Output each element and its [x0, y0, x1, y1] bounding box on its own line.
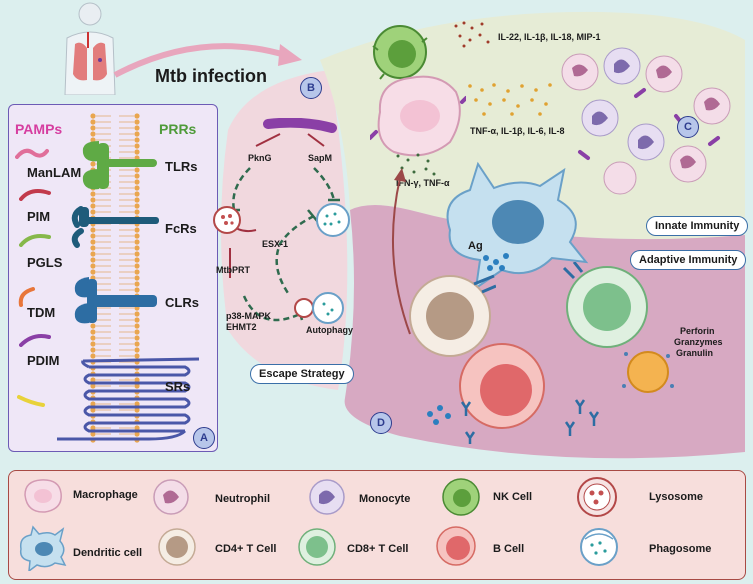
tlr-receptor-icon: [82, 141, 157, 190]
manlam-icon: [15, 148, 49, 159]
cytokine-dots-1: [454, 21, 490, 48]
pim-icon: [19, 189, 51, 201]
legend-box: Macrophage Neutrophil Monocyte NK Cell L…: [8, 470, 746, 580]
cytokines-label-2: TNF-α, IL-1β, IL-6, IL-8: [470, 126, 565, 136]
panel-b-badge: B: [300, 77, 322, 99]
macrophage-icon: [24, 479, 62, 513]
pamp-label-pgls: PGLS: [27, 255, 63, 270]
sr-receptor-icon: [57, 357, 200, 441]
fcr-receptor-icon: [71, 206, 159, 248]
antigen-dots: [483, 253, 509, 271]
phagosome-icon: [580, 528, 618, 566]
neutrophil-icon: [153, 479, 189, 515]
legend-label-monocyte: Monocyte: [359, 493, 411, 505]
infection-label: Mtb infection: [155, 66, 267, 86]
monocyte-icon: [309, 479, 345, 515]
pdim-icon: [19, 334, 51, 347]
escape-strategy-label: Escape Strategy: [250, 364, 354, 384]
pamp-label-pdim: PDIM: [27, 353, 60, 368]
antibodies-icon: [427, 399, 600, 444]
cytokine-dots-3: [396, 153, 436, 176]
legend-label-phagosome: Phagosome: [649, 543, 712, 555]
cd4-t-cell-icon: [409, 274, 496, 357]
pamp-label-manlam: ManLAM: [27, 165, 82, 180]
prr-label-tlrs: TLRs: [165, 159, 198, 174]
node-esx1: ESX-1: [262, 239, 289, 249]
legend-label-b-cell: B Cell: [493, 543, 525, 555]
panel-a-pamps-prrs: PAMPs PRRs ManLAM PIM PGLS TDM PDIM TLRs: [8, 104, 218, 452]
pamp-label-tdm: TDM: [27, 305, 56, 320]
legend-label-nk-cell: NK Cell: [493, 491, 533, 503]
lysosome-icon: [577, 477, 617, 517]
nk-cell-cluster-icon: [372, 25, 428, 80]
cd4-t-cell-legend-icon: [158, 528, 196, 566]
autophagy-node-icon: [294, 292, 344, 324]
neutrophil-monocyte-cluster-icon: [561, 47, 731, 195]
node-ehmt2: EHMT2: [226, 322, 257, 332]
macrophage-cluster-icon: [370, 75, 466, 157]
cytokines-label-1: IL-22, IL-1β, IL-18, MIP-1: [498, 32, 601, 42]
prr-label-fcrs: FcRs: [165, 221, 197, 236]
effector-granulin: Granulin: [676, 348, 714, 358]
prrs-header: PRRs: [159, 121, 197, 137]
legend-label-lysosome: Lysosome: [649, 491, 704, 503]
innate-immunity-label: Innate Immunity: [646, 216, 749, 236]
panel-d-badge: D: [370, 412, 392, 434]
nk-cell-icon: [442, 478, 480, 516]
node-pkng: PknG: [248, 153, 272, 163]
legend-label-cd8-t-cell: CD8+ T Cell: [347, 543, 409, 555]
legend-label-macrophage: Macrophage: [73, 489, 138, 501]
legend-label-cd4-t-cell: CD4+ T Cell: [215, 543, 277, 555]
panel-a-badge: A: [193, 427, 215, 449]
antigen-label: Ag: [468, 240, 483, 252]
infected-cell-target-icon: [622, 351, 674, 393]
node-mtbprt: MtbPRT: [216, 265, 250, 275]
human-lungs-icon: [64, 2, 116, 95]
prr-label-clrs: CLRs: [165, 295, 199, 310]
prr-label-srs: SRs: [165, 379, 191, 394]
pgls-icon: [19, 234, 51, 247]
dendritic-cell-center-icon: [446, 161, 589, 290]
effector-perforin: Perforin: [680, 326, 715, 336]
pamp-label-pim: PIM: [27, 209, 51, 224]
b-cell-icon: [459, 343, 545, 429]
cytokine-dots-2: [468, 83, 552, 116]
antigen-arrow: [391, 168, 411, 335]
infection-arrow: [113, 43, 302, 78]
escape-pathway-diagram: [228, 118, 340, 322]
cd8-t-cell-legend-icon: [298, 528, 336, 566]
legend-label-dendritic-cell: Dendritic cell: [73, 547, 143, 559]
cytokines-label-3: IFN-γ, TNF-α: [396, 178, 450, 188]
region-shapes: [221, 11, 745, 459]
node-sapm: SapM: [308, 153, 333, 163]
adaptive-immunity-label: Adaptive Immunity: [630, 250, 747, 270]
legend-label-neutrophil: Neutrophil: [215, 493, 270, 505]
cd8-t-cell-icon: [562, 262, 648, 348]
cell-membrane: [85, 113, 145, 443]
node-autophagy: Autophagy: [306, 325, 353, 335]
effector-granzymes: Granzymes: [674, 337, 723, 347]
panel-c-badge: C: [677, 116, 699, 138]
lysosome-node-icon: [213, 206, 241, 234]
b-cell-legend-icon: [436, 526, 476, 566]
dendritic-cell-icon: [19, 525, 67, 571]
pamps-header: PAMPs: [15, 121, 63, 137]
node-p38: p38-MAPK: [226, 311, 272, 321]
clr-receptor-icon: [74, 277, 157, 324]
phagosome-node-icon: [316, 203, 350, 237]
tdm-icon: [18, 287, 35, 307]
pamp-extra-icon: [17, 395, 45, 407]
